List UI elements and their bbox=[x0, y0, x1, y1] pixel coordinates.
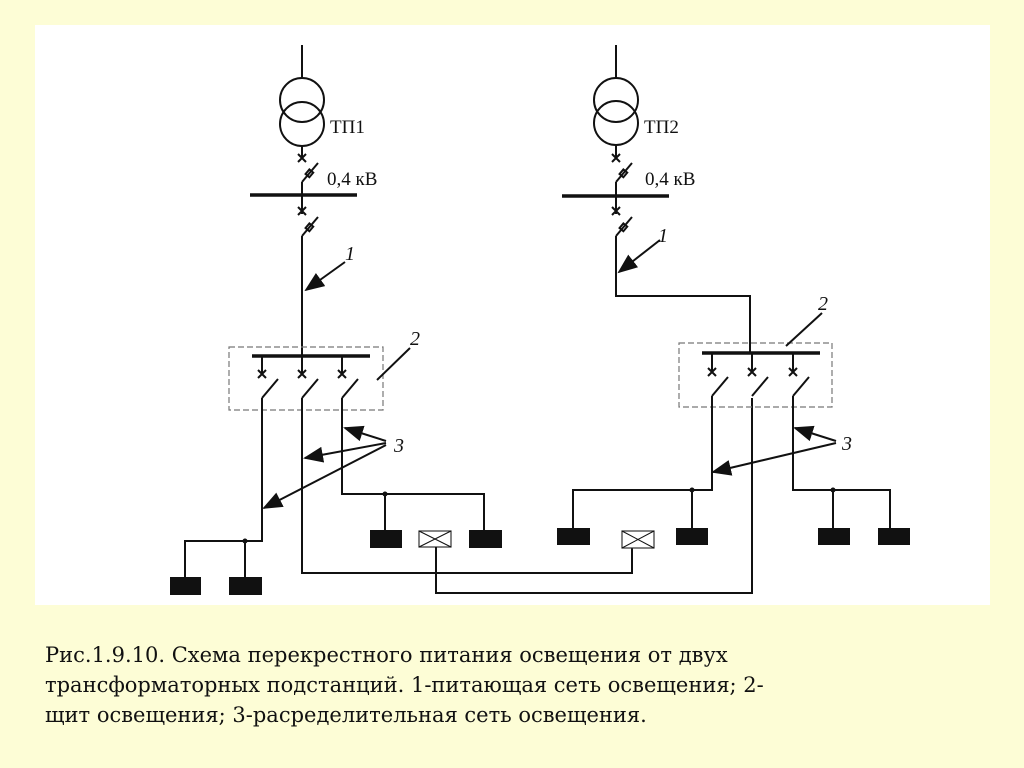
callout-line-2-left bbox=[376, 347, 411, 381]
lighting-panel-1 bbox=[228, 346, 384, 411]
callout-1-left: 1 bbox=[345, 243, 355, 265]
callout-3-right: 3 bbox=[841, 433, 852, 455]
caption-line: Рис.1.9.10. Схема перекрестного питания … bbox=[45, 643, 728, 667]
cross-lamp-left bbox=[418, 530, 452, 548]
figure-caption: Рис.1.9.10. Схема перекрестного питания … bbox=[45, 640, 995, 730]
callout-2-left: 2 bbox=[410, 328, 420, 350]
voltage-label-tp2: 0,4 кВ bbox=[645, 169, 695, 190]
callout-line-2-right bbox=[785, 312, 823, 347]
lamp bbox=[676, 528, 708, 545]
callout-arrow-1-left bbox=[304, 261, 346, 292]
lamp bbox=[557, 528, 590, 545]
lamp bbox=[170, 577, 201, 595]
lamp bbox=[469, 530, 502, 548]
callout-arrow-1-right bbox=[617, 239, 661, 274]
caption-line: трансформаторных подстанций. 1-питающая … bbox=[45, 673, 764, 697]
callout-3-left: 3 bbox=[393, 435, 404, 457]
lamp bbox=[878, 528, 910, 545]
callout-arrows-3-right bbox=[711, 425, 837, 476]
callout-2-right: 2 bbox=[818, 293, 828, 315]
lamp bbox=[229, 577, 262, 595]
lamp bbox=[818, 528, 850, 545]
callout-1-right: 1 bbox=[658, 225, 668, 247]
tp2-label: ТП2 bbox=[644, 117, 679, 138]
diagram-panel bbox=[35, 25, 990, 605]
tp1-label: ТП1 bbox=[330, 117, 365, 138]
voltage-label-tp1: 0,4 кВ bbox=[327, 169, 377, 190]
transformer-tp1 bbox=[250, 45, 357, 356]
lighting-panel-2 bbox=[678, 342, 833, 408]
caption-line: щит освещения; 3-расределительная сеть о… bbox=[45, 703, 647, 727]
transformer-tp2 bbox=[562, 45, 751, 353]
cross-lamp-right bbox=[621, 530, 655, 549]
callout-arrows-3-left bbox=[262, 425, 387, 509]
lamp bbox=[370, 530, 402, 548]
